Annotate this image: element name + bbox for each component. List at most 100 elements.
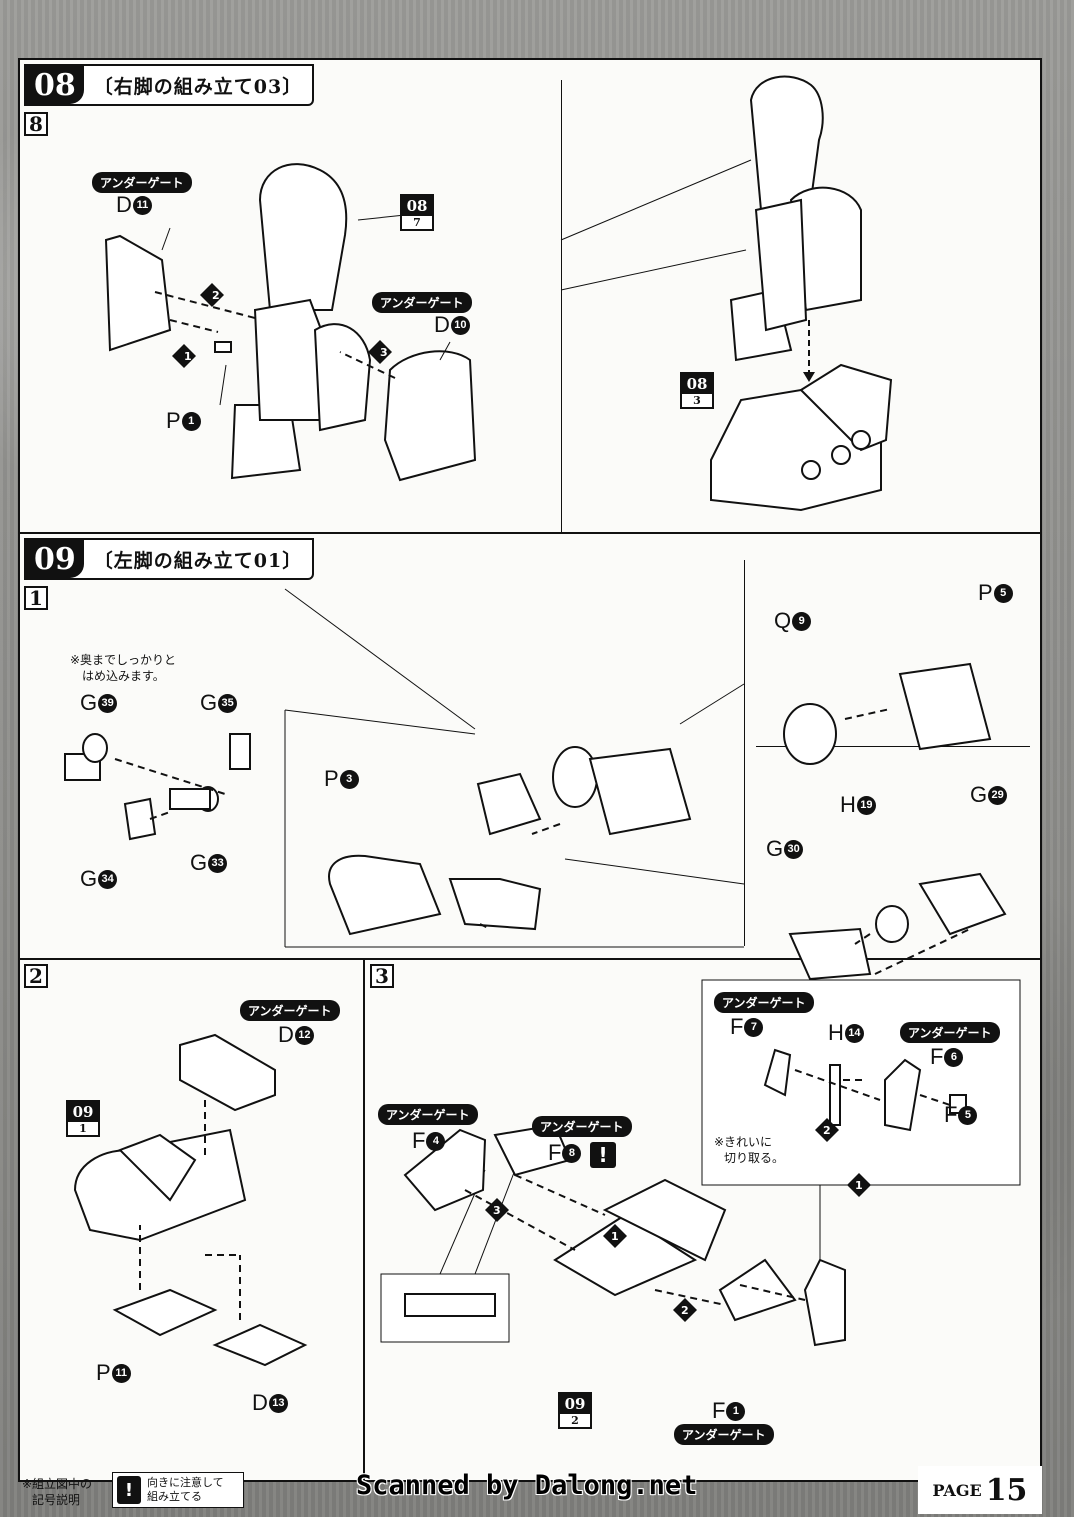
- section-09-header: 09 〔左脚の組み立て01〕: [24, 538, 315, 580]
- part-f6-letter: F: [930, 1044, 944, 1069]
- part-f1-number: 1: [726, 1401, 746, 1421]
- divider-08-09: [20, 532, 1040, 534]
- part-d10-letter: D: [434, 312, 450, 337]
- part-p1-number: 1: [181, 411, 201, 431]
- step-3-assembly-drawing: 3 1 2 2 1: [380, 979, 1021, 1347]
- instruction-sheet: 08 〔右脚の組み立て03〕 8 09 〔左脚の組み立て01〕 1 2 3: [18, 58, 1042, 1482]
- divider-09-steps: [20, 958, 1040, 960]
- divider-8-right: [561, 80, 562, 532]
- part-p5-letter: P: [978, 580, 993, 605]
- ref-08-7-top: 08: [402, 196, 432, 216]
- section-08-title: 〔右脚の組み立て03〕: [93, 75, 303, 98]
- part-g39-number: 39: [98, 693, 118, 713]
- step-8-result-drawing: [560, 75, 893, 512]
- part-d13-letter: D: [252, 1390, 268, 1415]
- legend-line-1: ※組立図中の: [22, 1477, 93, 1491]
- cut-note-line-2: 切り取る。: [724, 1151, 785, 1165]
- part-f8-number: 8: [562, 1143, 582, 1163]
- part-g34-number: 34: [98, 869, 118, 889]
- caution-icon: !: [590, 1142, 616, 1168]
- section-08-number: 08: [26, 66, 84, 104]
- part-d13-number: 13: [268, 1393, 288, 1413]
- part-f7-number: 7: [744, 1017, 764, 1037]
- gate-label-d12: アンダーゲート: [240, 1000, 340, 1021]
- gate-label-f8: アンダーゲート: [532, 1116, 632, 1137]
- legend-caution-box: ! 向きに注意して組み立てる: [112, 1472, 244, 1508]
- part-g35-letter: G: [200, 690, 218, 715]
- part-p5-number: 5: [993, 583, 1013, 603]
- part-d12-number: 12: [294, 1025, 314, 1045]
- caution-description: 向きに注意して組み立てる: [147, 1476, 224, 1504]
- part-h19-letter: H: [840, 792, 856, 817]
- legend-line-2: 記号説明: [32, 1493, 81, 1507]
- step-2-assembly-drawing: [73, 1033, 308, 1367]
- arrow-num-2: 2: [212, 289, 220, 302]
- part-g33-number: 33: [208, 853, 228, 873]
- section-09-title: 〔左脚の組み立て01〕: [93, 549, 303, 572]
- part-d11-letter: D: [116, 192, 132, 217]
- part-d12-letter: D: [278, 1022, 294, 1047]
- caution-icon-legend: !: [117, 1476, 141, 1504]
- part-f4-letter: F: [412, 1128, 426, 1153]
- section-08-header: 08 〔右脚の組み立て03〕: [24, 64, 315, 106]
- part-f7-letter: F: [730, 1014, 744, 1039]
- part-g30-number: 30: [784, 839, 804, 859]
- arrow-num-1c: 1: [855, 1179, 863, 1192]
- step-1-assembly-drawing: [64, 588, 1007, 981]
- part-p3-letter: P: [324, 766, 339, 791]
- step-8-label: 8: [24, 112, 48, 136]
- part-d11-number: 11: [132, 195, 152, 215]
- inset-cut-detail-box: [701, 979, 1021, 1186]
- ref-09-1-bottom: 1: [79, 1122, 87, 1135]
- part-p1-letter: P: [166, 408, 181, 433]
- part-h14-number: 14: [844, 1023, 864, 1043]
- gate-label-f4: アンダーゲート: [378, 1104, 478, 1125]
- part-f4-number: 4: [426, 1131, 446, 1151]
- part-q9-number: 9: [792, 611, 812, 631]
- gate-label-d10: アンダーゲート: [372, 292, 472, 313]
- cut-note-line-1: ※きれいに: [714, 1135, 773, 1149]
- divider-1-right-h: [756, 746, 1030, 747]
- section-09-number: 09: [26, 540, 84, 578]
- gate-label-f1: アンダーゲート: [674, 1424, 774, 1445]
- page-number-block: PAGE 15: [918, 1466, 1042, 1514]
- step-1-label: 1: [24, 586, 48, 610]
- arrow-num-1b: 1: [611, 1230, 619, 1243]
- instruction-note-cut: ※きれいに切り取る。: [714, 1134, 784, 1166]
- part-f5-number: 5: [958, 1105, 978, 1125]
- ref-08-7-bottom: 7: [413, 216, 421, 229]
- part-p11-letter: P: [96, 1360, 111, 1385]
- part-g35-number: 35: [218, 693, 238, 713]
- gate-label-f7: アンダーゲート: [714, 992, 814, 1013]
- arrow-num-1: 1: [184, 350, 192, 363]
- ref-08-3-top: 08: [682, 374, 712, 394]
- ref-09-2-bottom: 2: [571, 1414, 579, 1427]
- arrow-num-2c: 2: [823, 1124, 831, 1137]
- part-f6-number: 6: [944, 1047, 964, 1067]
- part-f5-letter: F: [944, 1102, 958, 1127]
- part-f1-letter: F: [712, 1398, 726, 1423]
- ref-09-2-top: 09: [560, 1394, 590, 1414]
